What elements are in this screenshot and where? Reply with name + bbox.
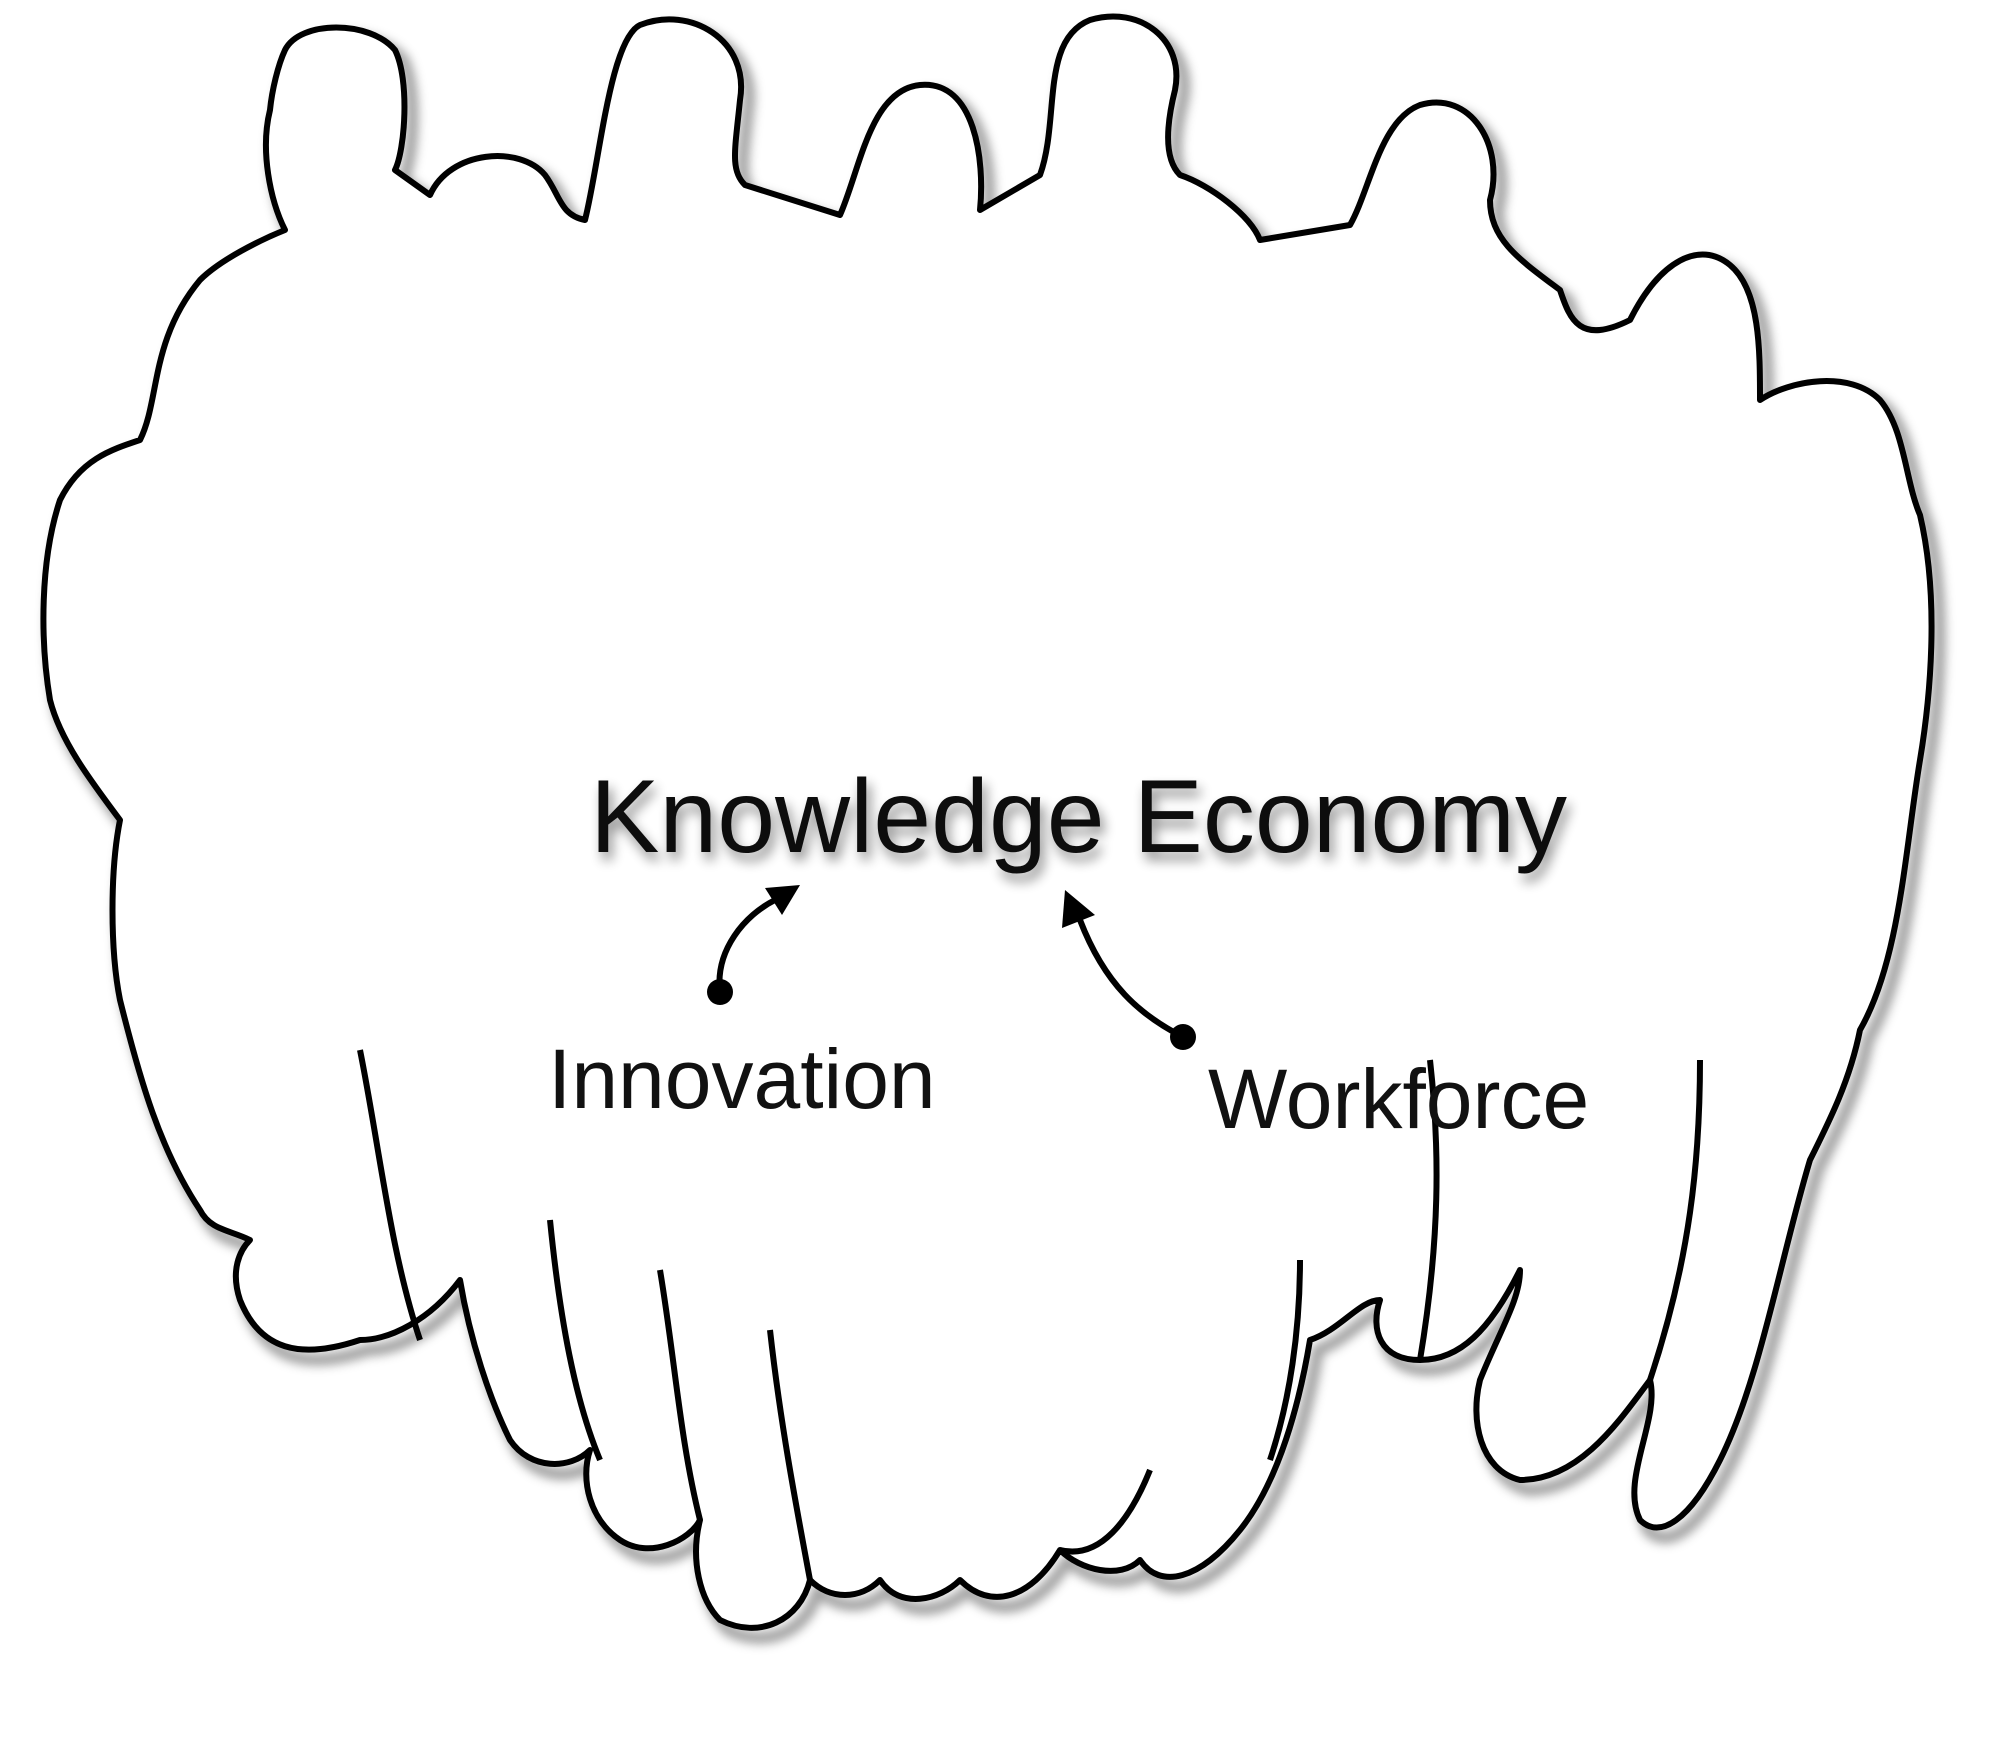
edge-line (716, 897, 778, 995)
node-workforce: Workforce (1208, 1052, 1589, 1146)
arrow-head-icon (765, 885, 800, 915)
node-innovation: Innovation (548, 1032, 936, 1126)
node-knowledge-economy: Knowledge Economy (590, 759, 1567, 875)
edge-innovation-to-knowledge-economy (707, 885, 800, 1005)
arrow-head-icon (1062, 890, 1095, 928)
edge-line (1077, 917, 1186, 1040)
edge-workforce-to-knowledge-economy (1062, 890, 1196, 1050)
group-of-people-silhouette-icon (40, 13, 1946, 1644)
